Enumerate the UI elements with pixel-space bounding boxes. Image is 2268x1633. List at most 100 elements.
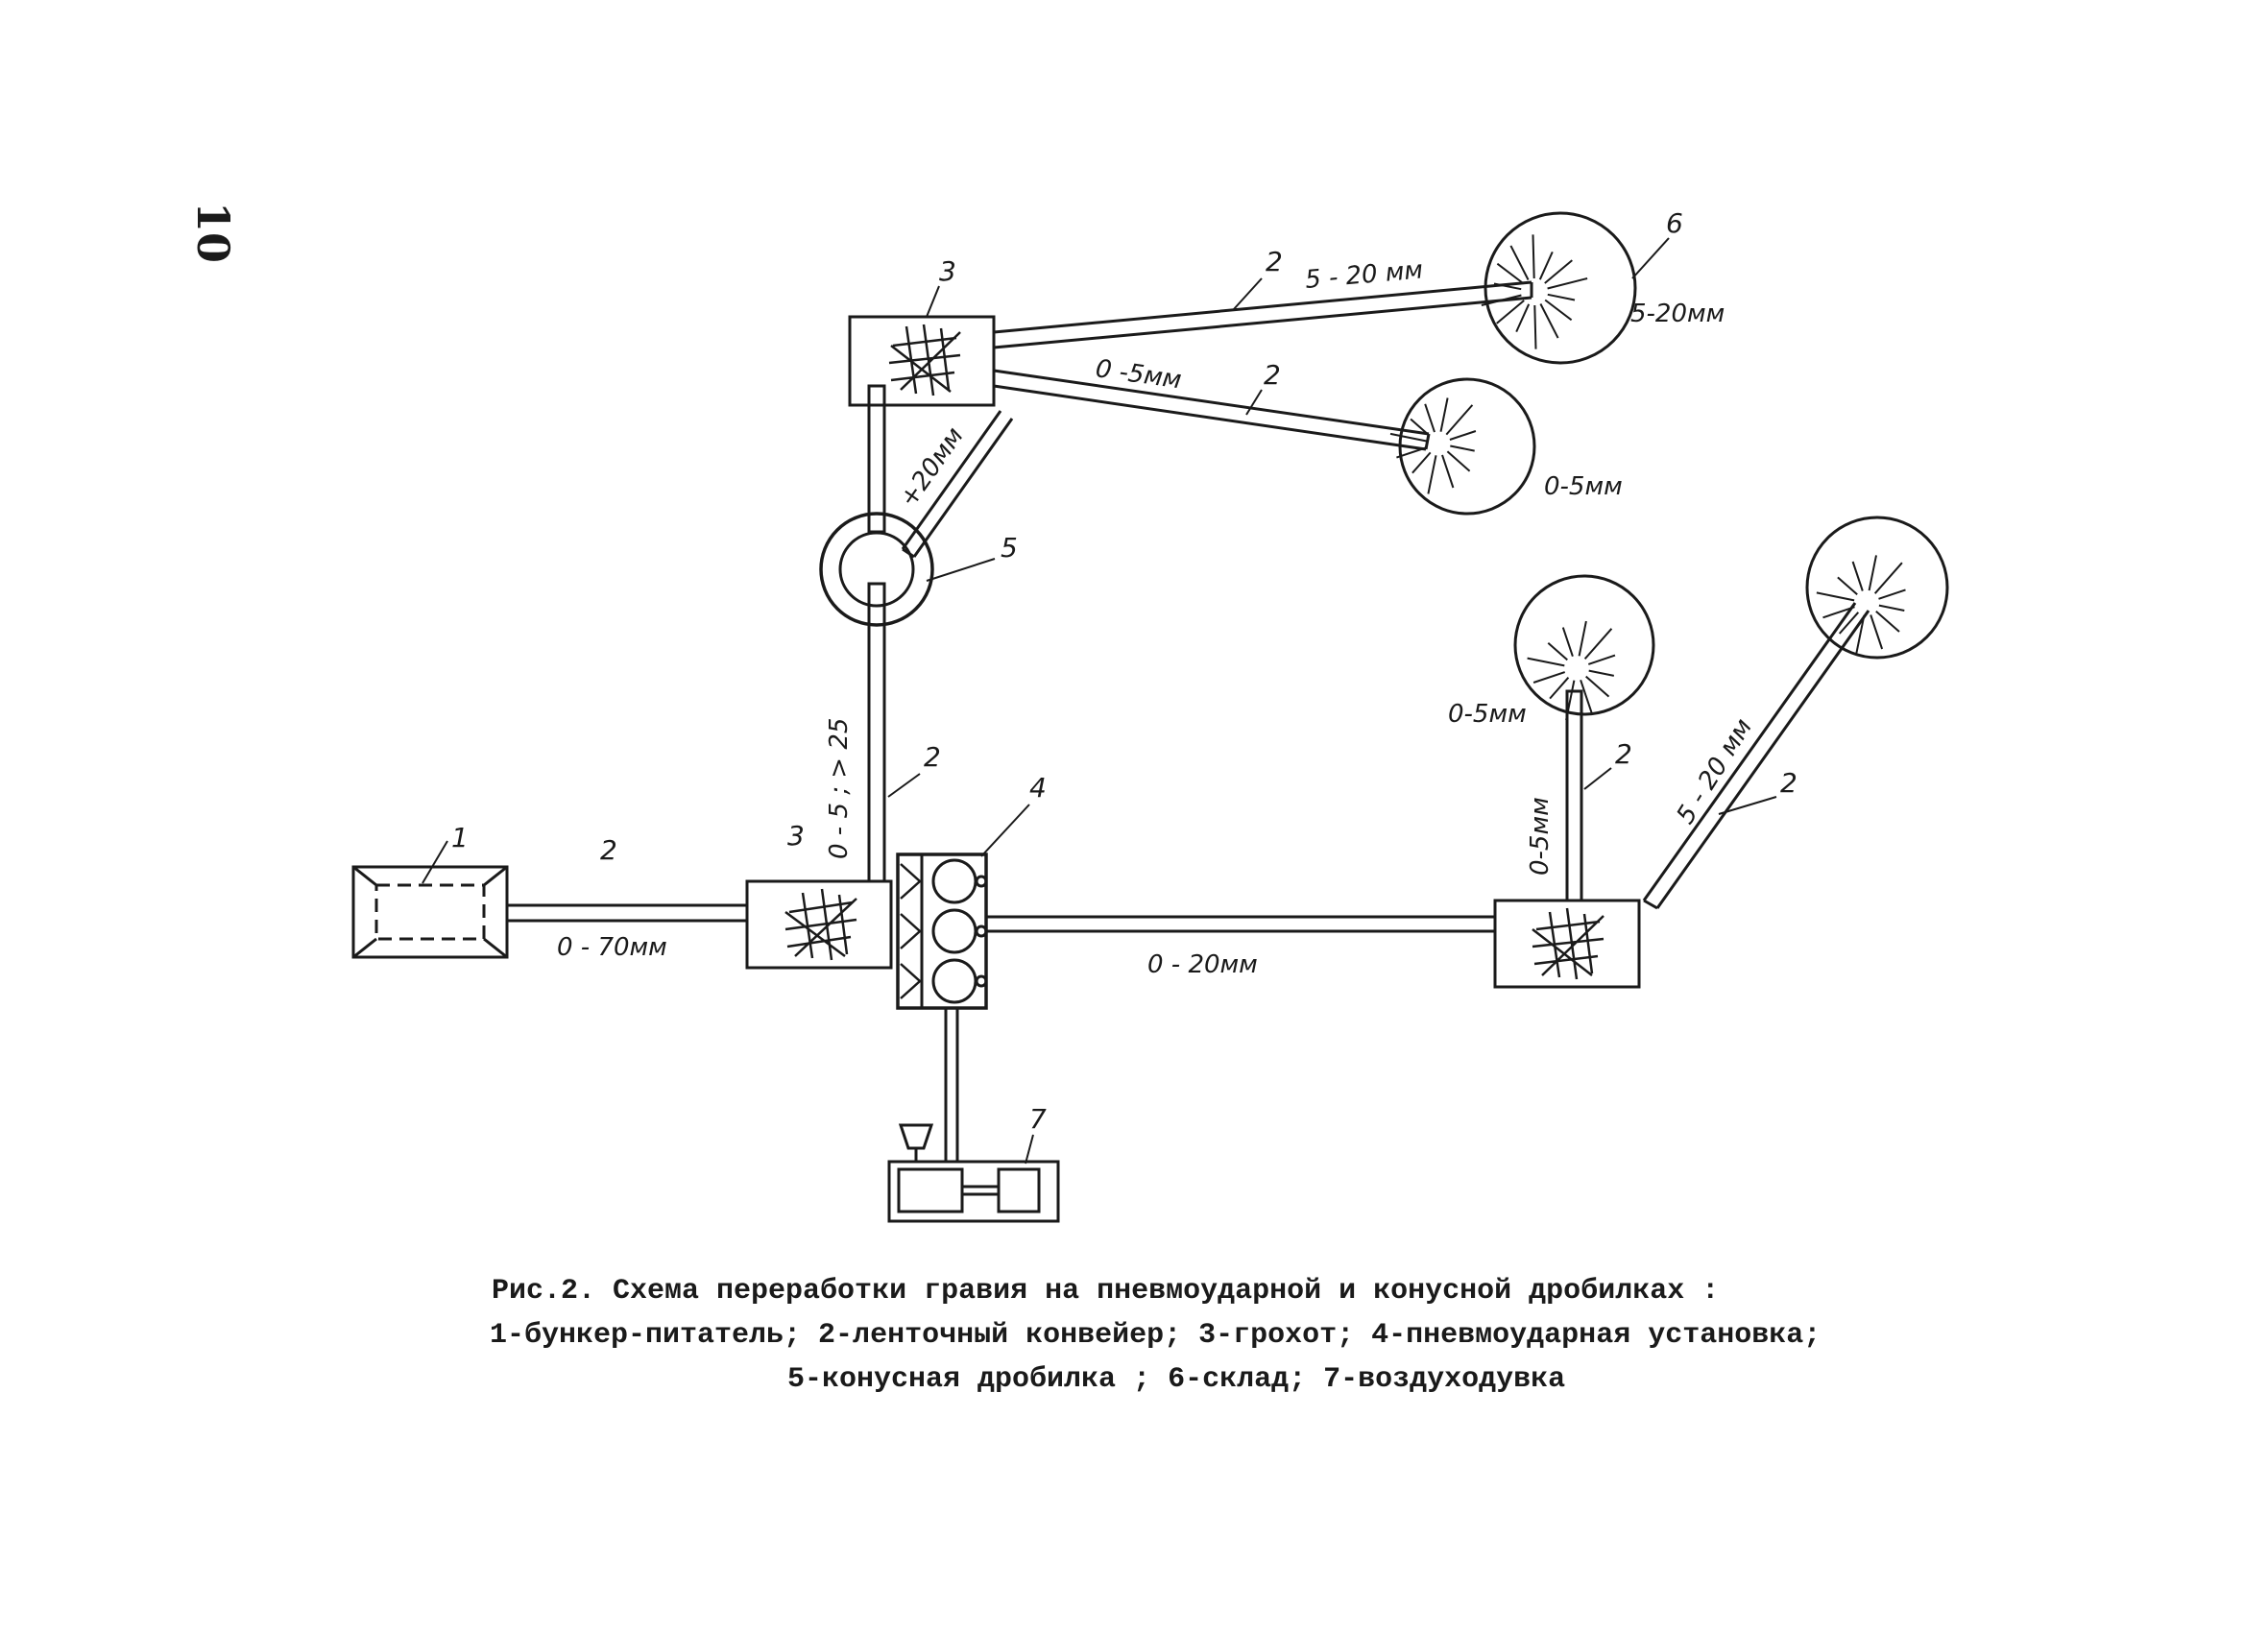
storage-pile-ray [1547,293,1576,301]
caption-line-1: Рис.2. Схема переработки гравия на пневм… [492,1275,1720,1308]
air-blower [887,1008,1060,1223]
screen-right [1493,899,1641,989]
storage-pile-ray [1427,455,1437,494]
conveyor-to-right-screen [986,915,1495,933]
blower-number: 7 [1029,1103,1047,1135]
figure-caption: Рис.2. Схема переработки гравия на пневм… [413,1269,1853,1402]
storage-pile-ray [1588,669,1614,677]
storage-pile-ray [1439,397,1449,432]
storage-pile-ray [1396,446,1428,459]
screen-number-left: 3 [787,820,805,852]
label-plus20mm: +20мм [894,422,970,513]
cone-crusher-number: 5 [1001,532,1018,564]
conveyor-to-storage-5-20 [993,280,1533,349]
storage-pile-ray [1389,432,1427,443]
label-right-0-5mm-vertical: 0-5мм [1526,797,1555,876]
label-upper-5-20mm: 5 - 20 мм [1304,255,1424,295]
storage-pile-ray [1580,679,1593,714]
storage-pile-ray [1868,555,1877,591]
storage-pile-ray [1496,300,1525,324]
hopper-feeder [351,865,509,959]
label-0-5-over-25: 0 - 5 ; > 25 [825,718,854,859]
conveyor-number-vertical: 2 [924,741,941,773]
storage-pile-ray [1878,604,1905,612]
storage-5-20mm-right [1805,516,1949,660]
storage-pile-ray [1450,444,1475,452]
storage-pile-ray [1851,561,1864,591]
storage-pile-ray [1873,562,1903,594]
storage-5-20mm [1481,211,1637,365]
conveyor-vertical-to-cone-crusher [867,582,886,883]
storage-pile-ray [1547,277,1588,290]
storage-pile-ray [1578,620,1587,657]
storage-pile-ray [1539,303,1559,339]
label-0-70mm: 0 - 70мм [557,933,667,962]
page-number: 10 [187,202,239,263]
storage-pile-ray [1449,430,1477,441]
storage-pile-ray [1538,251,1554,280]
storage-pile-ray [1870,614,1884,650]
conveyor-number-right-2: 2 [1780,767,1798,799]
conveyor-cone-to-upper-screen [867,384,886,534]
conveyor-right-diagonal [1642,602,1870,910]
storage-pile-ray [1875,610,1900,633]
storage-pile-ray [1544,299,1573,322]
conveyor-hopper-to-screen [507,903,747,923]
label-right-5-20mm: 5 - 20 мм [1671,713,1758,829]
conveyor-right-vertical [1565,689,1583,902]
storage-pile-ray [1493,282,1522,291]
conveyor-to-storage-0-5 [993,369,1431,451]
storage-pile-ray [1854,614,1866,656]
storage-pile-ray [1561,627,1574,658]
label-storage-5-20mm: 5-20мм [1630,300,1725,328]
storage-pile-outline [1513,574,1655,716]
storage-pile-ray [1527,657,1565,667]
storage-pile-ray [1838,612,1860,635]
storage-number: 6 [1666,207,1683,239]
storage-pile-ray [1547,642,1568,661]
storage-pile-ray [1481,294,1522,306]
conveyor-number-upper-1: 2 [1266,246,1283,277]
pneumatic-impact-unit [896,853,988,1010]
storage-pile-ray [1445,404,1474,436]
label-right-0-5mm-top: 0-5мм [1448,700,1527,729]
storage-pile-ray [1446,450,1471,472]
storage-pile-ray [1544,259,1573,284]
storage-pile-ray [1585,675,1610,698]
storage-pile-outline [1484,211,1637,365]
storage-pile-ray [1587,654,1616,665]
hopper-number: 1 [451,822,469,853]
conveyor-number-right-1: 2 [1615,738,1632,770]
storage-pile-ray [1533,304,1537,349]
storage-pile-outline [1398,377,1536,516]
return-conveyor-plus20 [901,410,1014,559]
pneumatic-unit-number: 4 [1029,772,1047,804]
label-0-20mm: 0 - 20мм [1147,950,1258,979]
caption-line-3: 5-конусная дробилка ; 6-склад; 7-воздухо… [787,1363,1566,1396]
storage-pile-ray [1411,451,1432,474]
conveyor-number-upper-2: 2 [1264,359,1281,391]
screen-number-upper: 3 [939,255,956,287]
screen-lower-left [745,879,893,970]
storage-pile-ray [1496,262,1525,285]
storage-pile-ray [1515,303,1531,333]
storage-pile-ray [1509,245,1530,280]
storage-pile-outline [1805,516,1949,660]
storage-pile-ray [1549,677,1570,700]
storage-pile-ray [1441,454,1455,489]
storage-pile-ray [1410,418,1431,437]
storage-pile-ray [1532,671,1566,684]
storage-pile-ray [1532,234,1535,279]
storage-pile-ray [1583,628,1613,660]
label-storage-0-5mm: 0-5мм [1544,472,1623,501]
storage-pile-ray [1816,591,1855,602]
storage-pile-ray [1878,588,1906,600]
storage-pile-ray [1837,576,1858,596]
storage-pile-ray [1424,403,1436,433]
conveyor-number-left: 2 [600,834,617,866]
storage-0-5mm-upper [1389,377,1536,516]
caption-line-2: 1-бункер-питатель; 2-ленточный конвейер;… [490,1319,1822,1352]
storage-0-5mm-right [1513,574,1655,721]
